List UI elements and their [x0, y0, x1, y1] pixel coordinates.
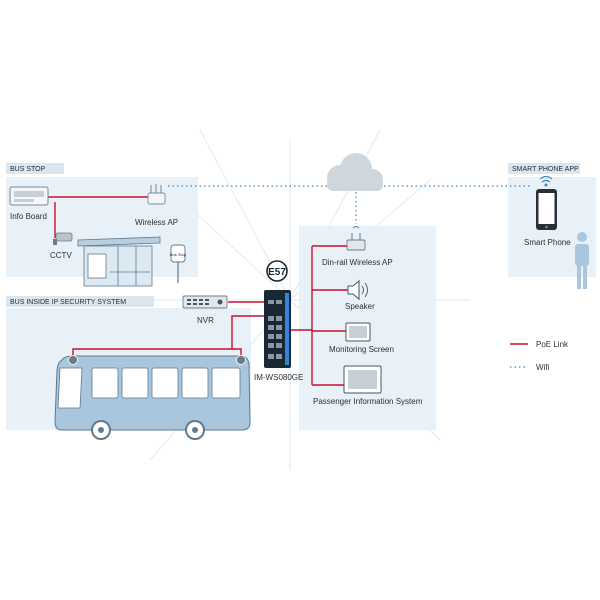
bus-camera-rear-icon — [236, 355, 246, 365]
monitoring-screen-label: Monitoring Screen — [329, 345, 394, 354]
bus-stop-sign-text: Bus Stop — [170, 252, 187, 257]
bus-camera-front-icon — [68, 355, 78, 365]
cctv-label: CCTV — [50, 251, 72, 260]
smart-phone-label: Smart Phone — [524, 238, 571, 247]
e-mark-badge: E57 — [266, 260, 288, 282]
speaker-label: Speaker — [345, 302, 375, 311]
poe-links — [47, 196, 352, 386]
passenger-info-icon — [343, 365, 382, 394]
wifi-links — [168, 185, 530, 224]
speaker-icon — [347, 279, 368, 301]
bus-icon — [54, 355, 251, 440]
smart-phone-icon — [536, 189, 557, 230]
nvr-icon — [182, 295, 228, 309]
monitoring-screen-icon — [345, 322, 371, 342]
cctv-icon — [53, 232, 73, 245]
bus-stop-title: BUS STOP — [10, 166, 46, 173]
switch-model-label: IM-WS080GE — [254, 373, 303, 382]
din-rail-ap-icon — [346, 226, 366, 251]
nvr-label: NVR — [197, 316, 214, 325]
passenger-info-label: Passenger Information System — [313, 397, 423, 406]
legend-poe-label: PoE Link — [536, 340, 569, 349]
wireless-ap-icon — [147, 184, 166, 205]
legend-wifi-label: Wifi — [536, 363, 550, 372]
cloud-icon — [327, 153, 383, 191]
smart-phone-app-title: SMART PHONE APP — [512, 166, 579, 173]
industrial-switch-icon — [264, 290, 291, 368]
bus-stop-sign-icon: Bus Stop — [170, 244, 187, 283]
wireless-ap-label: Wireless AP — [135, 218, 178, 227]
bus-inside-title: BUS INSIDE IP SECURITY SYSTEM — [10, 299, 126, 306]
info-board-icon — [9, 186, 49, 206]
bus-shelter-icon — [77, 236, 161, 287]
e-mark-text: E57 — [268, 267, 286, 278]
wifi-signal-icon — [539, 175, 553, 187]
din-rail-ap-label: Din-rail Wireless AP — [322, 258, 393, 267]
legend: PoE Link Wifi — [510, 340, 569, 372]
person-icon — [575, 232, 589, 289]
info-board-label: Info Board — [10, 212, 47, 221]
